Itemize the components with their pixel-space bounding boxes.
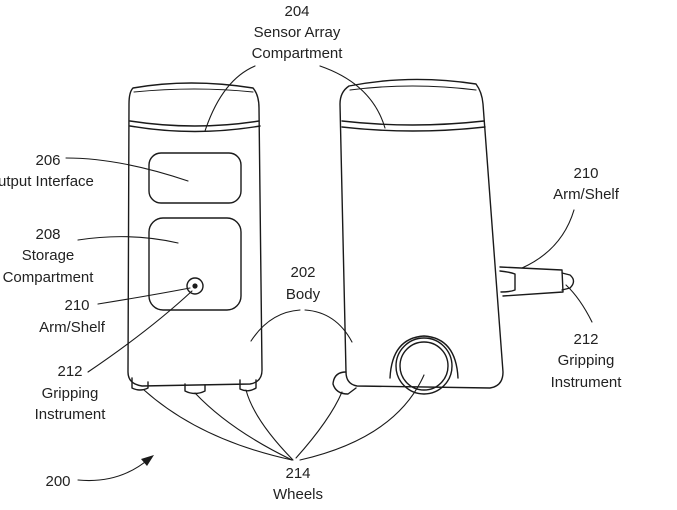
front-body-outline	[127, 82, 263, 387]
leader-214-wheel-5	[299, 374, 425, 461]
label-210-right-number: 210	[573, 165, 598, 182]
leader-214-wheel-3	[245, 389, 294, 461]
leader-204-front	[204, 65, 256, 132]
output-interface-panel	[148, 152, 242, 204]
label-208-line1: Storage	[22, 247, 75, 264]
leader-200	[77, 457, 151, 482]
label-204-line2: Compartment	[252, 45, 344, 62]
side-large-wheel-inner	[399, 341, 449, 391]
label-202-text: Body	[286, 286, 321, 303]
leader-214-wheel-4	[295, 391, 343, 459]
label-212-right-line1: Gripping	[558, 352, 615, 369]
leader-202-side	[304, 309, 353, 343]
label-210-left-text: Arm/Shelf	[39, 319, 106, 336]
label-210-left-number: 210	[64, 297, 89, 314]
label-212-right-number: 212	[573, 331, 598, 348]
leader-208	[77, 236, 179, 244]
leader-204-side	[319, 65, 386, 129]
front-gripping-instrument-dot	[192, 283, 198, 289]
front-sensor-band-top	[129, 120, 260, 127]
side-arm-shelf	[499, 266, 564, 297]
label-208-number: 208	[35, 226, 60, 243]
leader-202-front	[250, 309, 301, 342]
leader-214-wheel-2	[194, 392, 293, 461]
reference-labels: 204 Sensor Array Compartment 206 utput I…	[0, 3, 622, 503]
leader-210-left	[97, 287, 191, 305]
side-sensor-band-bottom	[341, 126, 486, 132]
front-top-cap	[133, 88, 254, 93]
label-200-number: 200	[45, 473, 70, 490]
front-wheel-left	[131, 377, 149, 391]
leader-206	[65, 157, 189, 182]
side-top-cap	[349, 85, 477, 91]
front-wheel-right	[239, 379, 257, 392]
label-206-text: utput Interface	[0, 173, 94, 190]
leader-200-arrowhead	[141, 455, 154, 466]
label-208-line2: Compartment	[3, 269, 95, 286]
leader-212-left	[87, 290, 193, 373]
label-214-text: Wheels	[273, 486, 323, 503]
front-arm-shelf-port	[186, 277, 204, 295]
front-sensor-band-bottom	[129, 125, 261, 133]
leader-212-right	[565, 284, 593, 323]
label-212-right-line2: Instrument	[551, 374, 623, 391]
leader-lines	[65, 65, 593, 482]
side-view-robot	[332, 78, 575, 395]
leader-210-right	[521, 209, 575, 269]
side-large-wheel	[395, 337, 453, 395]
side-gripping-instrument	[561, 272, 575, 291]
label-204-number: 204	[284, 3, 309, 20]
label-212-left-number: 212	[57, 363, 82, 380]
label-214-number: 214	[285, 465, 310, 482]
side-arm-neck	[499, 270, 516, 293]
side-small-wheel	[332, 371, 357, 395]
label-212-left-line1: Gripping	[42, 385, 99, 402]
label-210-right-text: Arm/Shelf	[553, 186, 620, 203]
side-sensor-band-top	[341, 120, 485, 126]
storage-compartment-panel	[148, 217, 242, 311]
side-body-outline	[339, 78, 504, 389]
label-206-number: 206	[35, 152, 60, 169]
label-202-number: 202	[290, 264, 315, 281]
label-212-left-line2: Instrument	[35, 406, 107, 423]
side-wheel-well	[389, 335, 459, 379]
leader-214-wheel-1	[143, 389, 293, 461]
label-204-line1: Sensor Array	[254, 24, 341, 41]
